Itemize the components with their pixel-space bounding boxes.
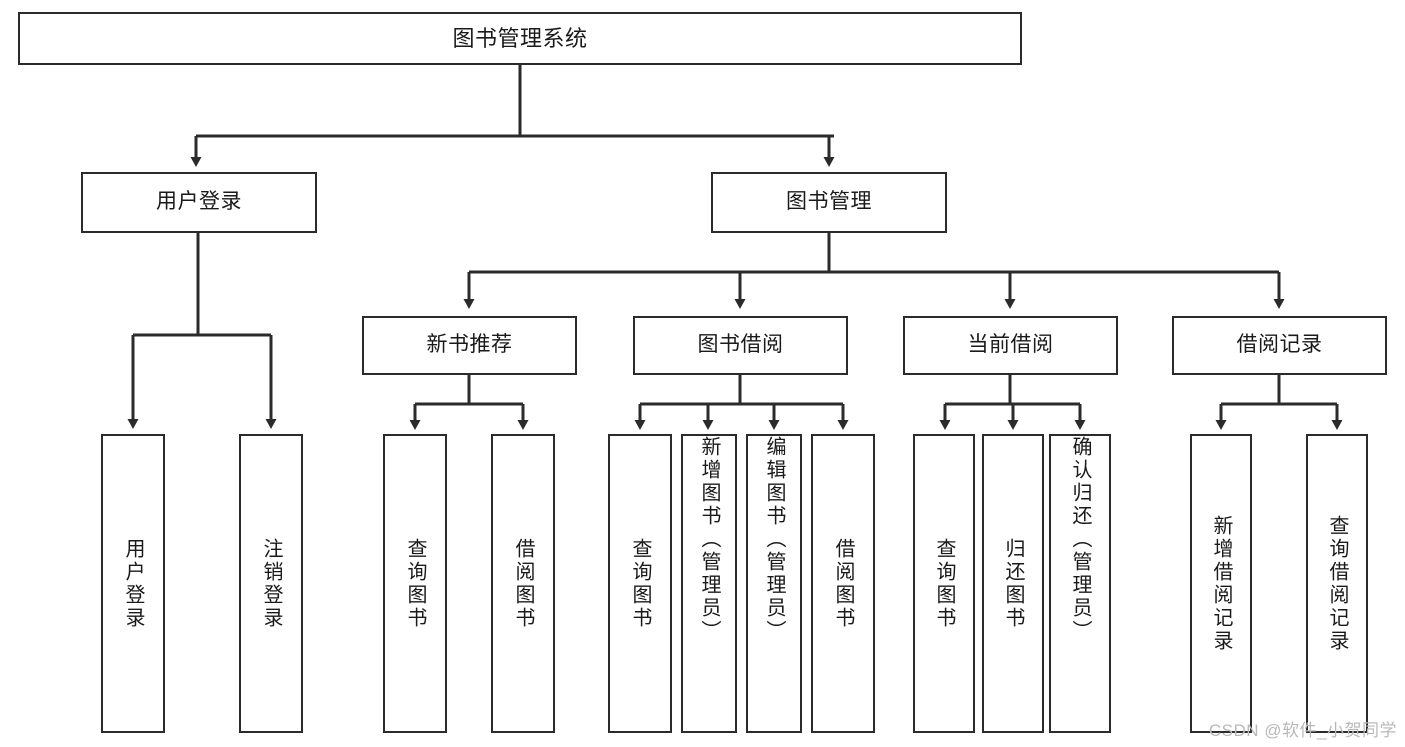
node-leaf-query-record-label: 查询借阅记录: [1326, 514, 1348, 653]
node-leaf-add-book[interactable]: 新增图书（管理员）: [681, 434, 737, 733]
node-new-book-rec[interactable]: 新书推荐: [362, 316, 577, 375]
node-leaf-borrow-book-1-label: 借阅图书: [512, 537, 534, 630]
node-leaf-borrow-book-1[interactable]: 借阅图书: [491, 434, 555, 733]
node-leaf-add-record[interactable]: 新增借阅记录: [1190, 434, 1252, 733]
node-leaf-query-book-3-label: 查询图书: [933, 537, 955, 630]
node-book-manage-label: 图书管理: [786, 190, 872, 214]
node-current-borrow[interactable]: 当前借阅: [903, 316, 1118, 375]
node-book-borrow[interactable]: 图书借阅: [633, 316, 848, 375]
node-root[interactable]: 图书管理系统: [18, 12, 1022, 65]
node-borrow-record-label: 借阅记录: [1236, 333, 1323, 357]
node-leaf-edit-book-label: 编辑图书（管理员）: [763, 436, 785, 643]
node-leaf-add-book-label: 新增图书（管理员）: [698, 436, 720, 643]
csdn-watermark: CSDN @软件_小贺同学: [1208, 721, 1397, 740]
node-leaf-borrow-book-2[interactable]: 借阅图书: [811, 434, 875, 733]
node-leaf-query-book-3[interactable]: 查询图书: [913, 434, 975, 733]
node-leaf-query-record[interactable]: 查询借阅记录: [1306, 434, 1368, 733]
node-leaf-logout-label: 注销登录: [260, 537, 282, 630]
node-current-borrow-label: 当前借阅: [967, 333, 1054, 357]
node-leaf-return-book[interactable]: 归还图书: [982, 434, 1044, 733]
node-leaf-edit-book[interactable]: 编辑图书（管理员）: [746, 434, 802, 733]
node-book-borrow-label: 图书借阅: [697, 333, 784, 357]
node-borrow-record[interactable]: 借阅记录: [1172, 316, 1387, 375]
node-user-login-label: 用户登录: [156, 190, 242, 214]
node-leaf-confirm-return-label: 确认归还（管理员）: [1069, 436, 1091, 643]
node-leaf-confirm-return[interactable]: 确认归还（管理员）: [1049, 434, 1111, 733]
node-new-book-rec-label: 新书推荐: [426, 333, 513, 357]
node-leaf-query-book-2-label: 查询图书: [629, 537, 651, 630]
node-leaf-borrow-book-2-label: 借阅图书: [832, 537, 854, 630]
node-book-manage[interactable]: 图书管理: [711, 172, 947, 233]
node-leaf-user-login-label: 用户登录: [122, 537, 144, 630]
node-leaf-query-book-1[interactable]: 查询图书: [383, 434, 447, 733]
node-leaf-return-book-label: 归还图书: [1002, 537, 1024, 630]
node-leaf-query-book-1-label: 查询图书: [404, 537, 426, 630]
node-leaf-query-book-2[interactable]: 查询图书: [608, 434, 672, 733]
node-leaf-logout[interactable]: 注销登录: [239, 434, 303, 733]
node-user-login[interactable]: 用户登录: [81, 172, 317, 233]
node-root-label: 图书管理系统: [452, 25, 588, 51]
node-leaf-user-login[interactable]: 用户登录: [101, 434, 165, 733]
node-leaf-add-record-label: 新增借阅记录: [1210, 514, 1232, 653]
